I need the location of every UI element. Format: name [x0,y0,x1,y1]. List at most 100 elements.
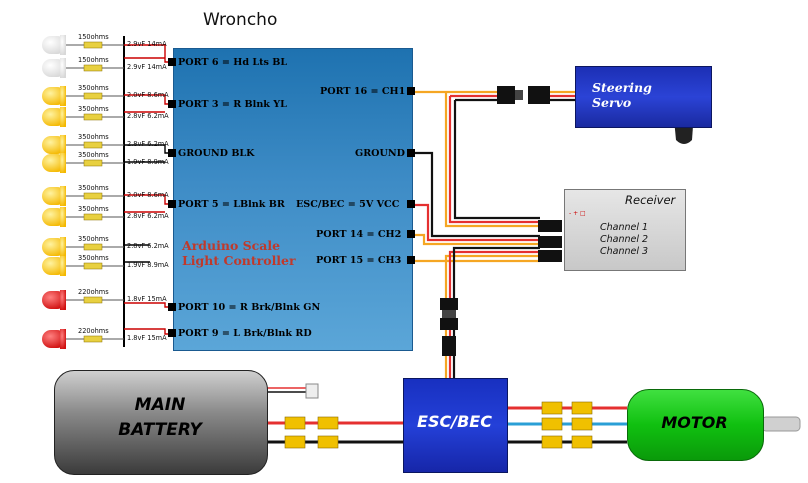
main-battery [54,370,268,475]
led-yellow [42,207,124,227]
led-resistor-label: 350ohms [78,184,109,192]
led-array [42,35,124,349]
resistor [83,243,103,251]
led-spec-label: 2.0vF 8.6mA [127,91,169,99]
port-label-port14: PORT 14 = CH2 [316,229,402,240]
receiver [564,189,686,271]
receiver-channel-3: Channel 3 [600,246,649,257]
resistor [83,64,103,72]
port-label-ground: GROUND [355,148,405,159]
pin-port16 [407,87,415,95]
resistor [83,262,103,270]
led-red [42,329,124,349]
motor-label: MOTOR [661,413,728,432]
pin-port6 [168,58,176,66]
led-resistor-label: 350ohms [78,84,109,92]
motor [627,389,764,461]
led-yellow [42,135,124,155]
pin-port5 [168,200,176,208]
led-yellow [42,153,124,173]
diagram-title: Wroncho [203,10,278,30]
led-spec-label: 1.8vF 15mA [127,295,167,303]
port-label-port9: PORT 9 = L Brk/Blnk RD [178,328,312,339]
resistor [83,213,103,221]
receiver-pin-symbols: - + □ [569,210,586,217]
port-label-port3: PORT 3 = R Blnk YL [178,99,287,110]
resistor [83,92,103,100]
pin-port14 [407,230,415,238]
battery-label-line2: BATTERY [118,420,202,440]
led-resistor-label: 220ohms [78,288,109,296]
port-label-vcc: ESC/BEC = 5V VCC [296,199,400,210]
esc-bec [403,378,508,473]
led-resistor-label: 350ohms [78,105,109,113]
servo-label-line2: Servo [592,95,632,110]
battery-label-line1: MAIN [134,395,186,415]
motor-shaft [761,416,801,432]
led-spec-label: 1.9vF 8.9mA [127,261,169,269]
resistor [83,296,103,304]
led-resistor-label: 350ohms [78,254,109,262]
resistor [83,141,103,149]
receiver-channel-1: Channel 1 [600,222,649,233]
resistor [83,159,103,167]
led-spec-label: 2.8vF 6.2mA [127,242,169,250]
led-yellow [42,186,124,206]
balance-plug [305,383,319,399]
receiver-channel-2: Channel 2 [600,234,649,245]
led-white [42,35,124,55]
led-spec-label: 2.8vF 6.2mA [127,112,169,120]
port-label-port5: PORT 5 = LBlnk BR [178,199,285,210]
led-resistor-label: 350ohms [78,133,109,141]
port-label-ground-blk: GROUND BLK [178,148,255,159]
pin-vcc [407,200,415,208]
led-red [42,290,124,310]
led-white [42,58,124,78]
receiver-title: Receiver [625,193,676,207]
signal-wires [412,90,578,378]
servo-label: Steering Servo [592,80,652,110]
led-resistor-label: 150ohms [78,33,109,41]
resistor [83,113,103,121]
pin-port9 [168,329,176,337]
pin-port10 [168,303,176,311]
servo-label-line1: Steering [592,80,652,95]
led-spec-label: 2.9vF 14mA [127,63,167,71]
resistor [83,41,103,49]
pin-port15 [407,256,415,264]
controller-label-line2: Light Controller [182,253,296,268]
controller-label-line1: Arduino Scale [182,238,281,253]
led-yellow [42,256,124,276]
led-resistor-label: 150ohms [78,56,109,64]
led-resistor-label: 350ohms [78,235,109,243]
pin-port3 [168,100,176,108]
led-resistor-label: 220ohms [78,327,109,335]
led-port-wires [124,44,172,335]
arduino-controller-box [173,48,413,351]
led-spec-label: 1.9vF 8.9mA [127,158,169,166]
pin-ground-left [168,149,176,157]
led-spec-label: 1.8vF 15mA [127,334,167,342]
plug-connectors [440,86,562,356]
bullet-connectors [284,401,593,449]
led-resistor-label: 350ohms [78,205,109,213]
led-yellow [42,107,124,127]
resistor [83,192,103,200]
port-label-port6: PORT 6 = Hd Lts BL [178,57,288,68]
port-label-port10: PORT 10 = R Brk/Blnk GN [178,302,321,313]
battery-label: MAIN BATTERY [105,393,215,443]
steering-servo [575,66,712,128]
led-spec-label: 2.0vF 8.6mA [127,191,169,199]
led-yellow [42,237,124,257]
led-spec-label: 2.9vF 14mA [127,40,167,48]
led-yellow [42,86,124,106]
led-resistor-label: 350ohms [78,151,109,159]
port-label-port15: PORT 15 = CH3 [316,255,402,266]
esc-label: ESC/BEC [417,412,492,431]
port-label-port16: PORT 16 = CH1 [320,86,406,97]
led-spec-label: 2.8vF 6.2mA [127,212,169,220]
pin-ground-right [407,149,415,157]
resistor [83,335,103,343]
led-spec-label: 2.8vF 6.2mA [127,140,169,148]
